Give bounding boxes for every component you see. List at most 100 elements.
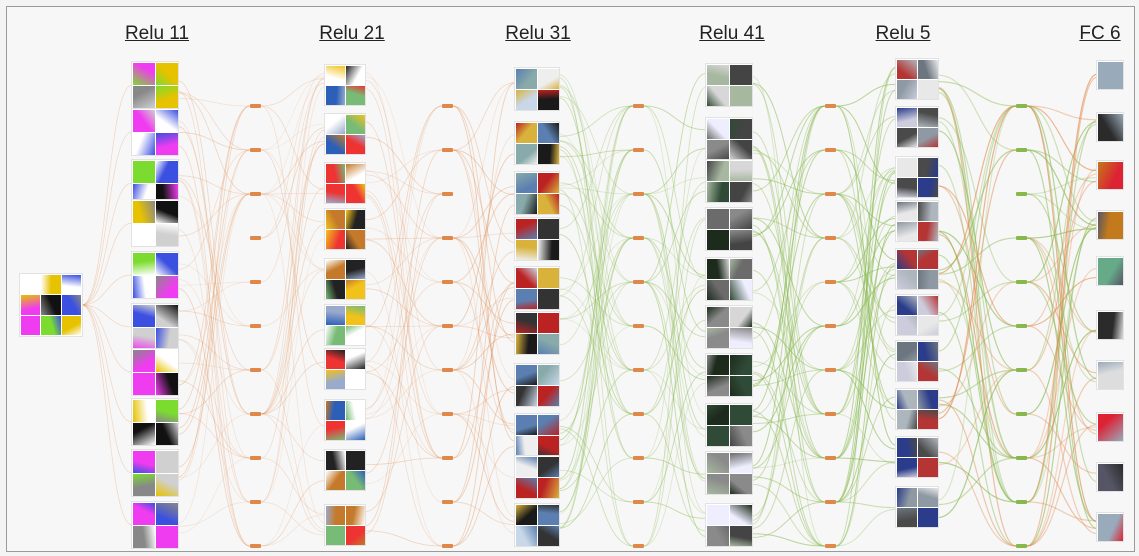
relu31-patch[interactable] (515, 364, 559, 406)
fc6-class-image[interactable] (1097, 361, 1123, 389)
connection-link (558, 428, 634, 547)
patch-tile (325, 349, 345, 369)
relu11-patch[interactable] (132, 399, 178, 445)
relu5-patch[interactable] (896, 59, 938, 99)
connection-link (177, 91, 251, 151)
relu41-patch[interactable] (706, 452, 752, 494)
relu11-patch[interactable] (132, 62, 178, 108)
relu41-patch[interactable] (706, 64, 752, 106)
fc6-class-image[interactable] (1097, 257, 1123, 285)
relu41-patch[interactable] (706, 160, 752, 202)
patch-tile (706, 258, 729, 279)
connection-link (835, 66, 897, 459)
relu5-patch[interactable] (896, 389, 938, 429)
patch-tile (896, 249, 917, 269)
patch-tile (132, 473, 155, 496)
relu11-patch[interactable] (132, 450, 178, 496)
relu41-patch[interactable] (706, 404, 752, 446)
connection-links (81, 66, 1098, 547)
relu41-patch[interactable] (706, 208, 752, 250)
connection-link (364, 136, 443, 195)
relu31-patch[interactable] (515, 68, 559, 110)
relu21-patch[interactable] (325, 349, 365, 389)
layer-label-relu5[interactable]: Relu 5 (875, 23, 931, 44)
relu41-patch[interactable] (706, 258, 752, 300)
relu11-patch[interactable] (132, 304, 178, 350)
relu21-patch[interactable] (325, 114, 365, 154)
relu31-patch[interactable] (515, 456, 559, 498)
connection-link (751, 360, 826, 415)
connection-link (364, 196, 443, 503)
connection-link (452, 83, 516, 239)
layer-label-relu11[interactable]: Relu 11 (124, 23, 190, 44)
patch-tile (61, 274, 82, 295)
relu41-patch[interactable] (706, 354, 752, 396)
connection-link (260, 123, 326, 151)
relu5-patch[interactable] (896, 201, 938, 241)
fc6-class-image[interactable] (1097, 413, 1123, 441)
fc6-class-image[interactable] (1097, 113, 1123, 141)
relu21-patch[interactable] (325, 305, 365, 345)
connection-link (835, 89, 897, 195)
patch-tile (345, 349, 365, 369)
connection-link (643, 369, 707, 514)
patch-tile (706, 118, 729, 139)
connection-link (177, 281, 251, 312)
relu41-patch[interactable] (706, 118, 752, 160)
relu21-patch[interactable] (325, 400, 365, 440)
patch-tile (325, 163, 345, 183)
patch-tile (132, 275, 155, 298)
connection-link (1026, 121, 1098, 283)
relu31-patch[interactable] (515, 267, 559, 309)
input-mosaic[interactable] (20, 274, 82, 336)
relu31-patch[interactable] (515, 172, 559, 214)
patch-tile (729, 160, 752, 181)
relu21-patch[interactable] (325, 209, 365, 249)
connection-link (558, 149, 634, 158)
layer-label-relu31[interactable]: Relu 31 (505, 23, 571, 44)
relu11-patch[interactable] (132, 349, 178, 395)
connection-link (452, 445, 516, 547)
fc6-class-image[interactable] (1097, 211, 1123, 239)
connection-link (452, 388, 516, 415)
patch-tile (729, 118, 752, 139)
relu5-patch[interactable] (896, 341, 938, 381)
fc6-class-image[interactable] (1097, 513, 1123, 541)
relu31-patch[interactable] (515, 218, 559, 260)
relu5-patch[interactable] (896, 249, 938, 289)
relu5-patch[interactable] (896, 157, 938, 197)
fc6-class-image[interactable] (1097, 161, 1123, 189)
relu5-patch[interactable] (896, 107, 938, 147)
relu11-patch[interactable] (132, 109, 178, 155)
relu21-patch[interactable] (325, 450, 365, 490)
relu21-patch[interactable] (325, 65, 365, 105)
relu11-patch[interactable] (132, 502, 178, 548)
relu5-patch[interactable] (896, 295, 938, 335)
relu41-patch[interactable] (706, 504, 752, 546)
relu21-patch[interactable] (325, 505, 365, 545)
connection-link (558, 189, 634, 547)
connection-link (751, 413, 826, 424)
relu21-patch[interactable] (325, 259, 365, 299)
patch-tile (61, 295, 82, 315)
fc6-class-image[interactable] (1097, 463, 1123, 491)
patch-tile (537, 143, 559, 164)
patch-tile (706, 279, 729, 300)
relu5-patch[interactable] (896, 487, 938, 527)
relu5-patch[interactable] (896, 437, 938, 477)
relu31-patch[interactable] (515, 414, 559, 456)
relu11-patch[interactable] (132, 252, 178, 298)
relu41-patch[interactable] (706, 306, 752, 348)
layer-label-relu21[interactable]: Relu 21 (319, 23, 385, 44)
relu31-patch[interactable] (515, 312, 559, 354)
fc6-class-image[interactable] (1097, 311, 1123, 339)
relu11-patch[interactable] (132, 200, 178, 246)
patch-tile (325, 525, 345, 545)
layer-label-fc6[interactable]: FC 6 (1079, 23, 1121, 44)
connection-link (751, 237, 826, 481)
fc6-class-image[interactable] (1097, 61, 1123, 89)
relu31-patch[interactable] (515, 122, 559, 164)
layer-label-relu41[interactable]: Relu 41 (699, 23, 765, 44)
relu31-patch[interactable] (515, 504, 559, 546)
relu21-patch[interactable] (325, 163, 365, 203)
